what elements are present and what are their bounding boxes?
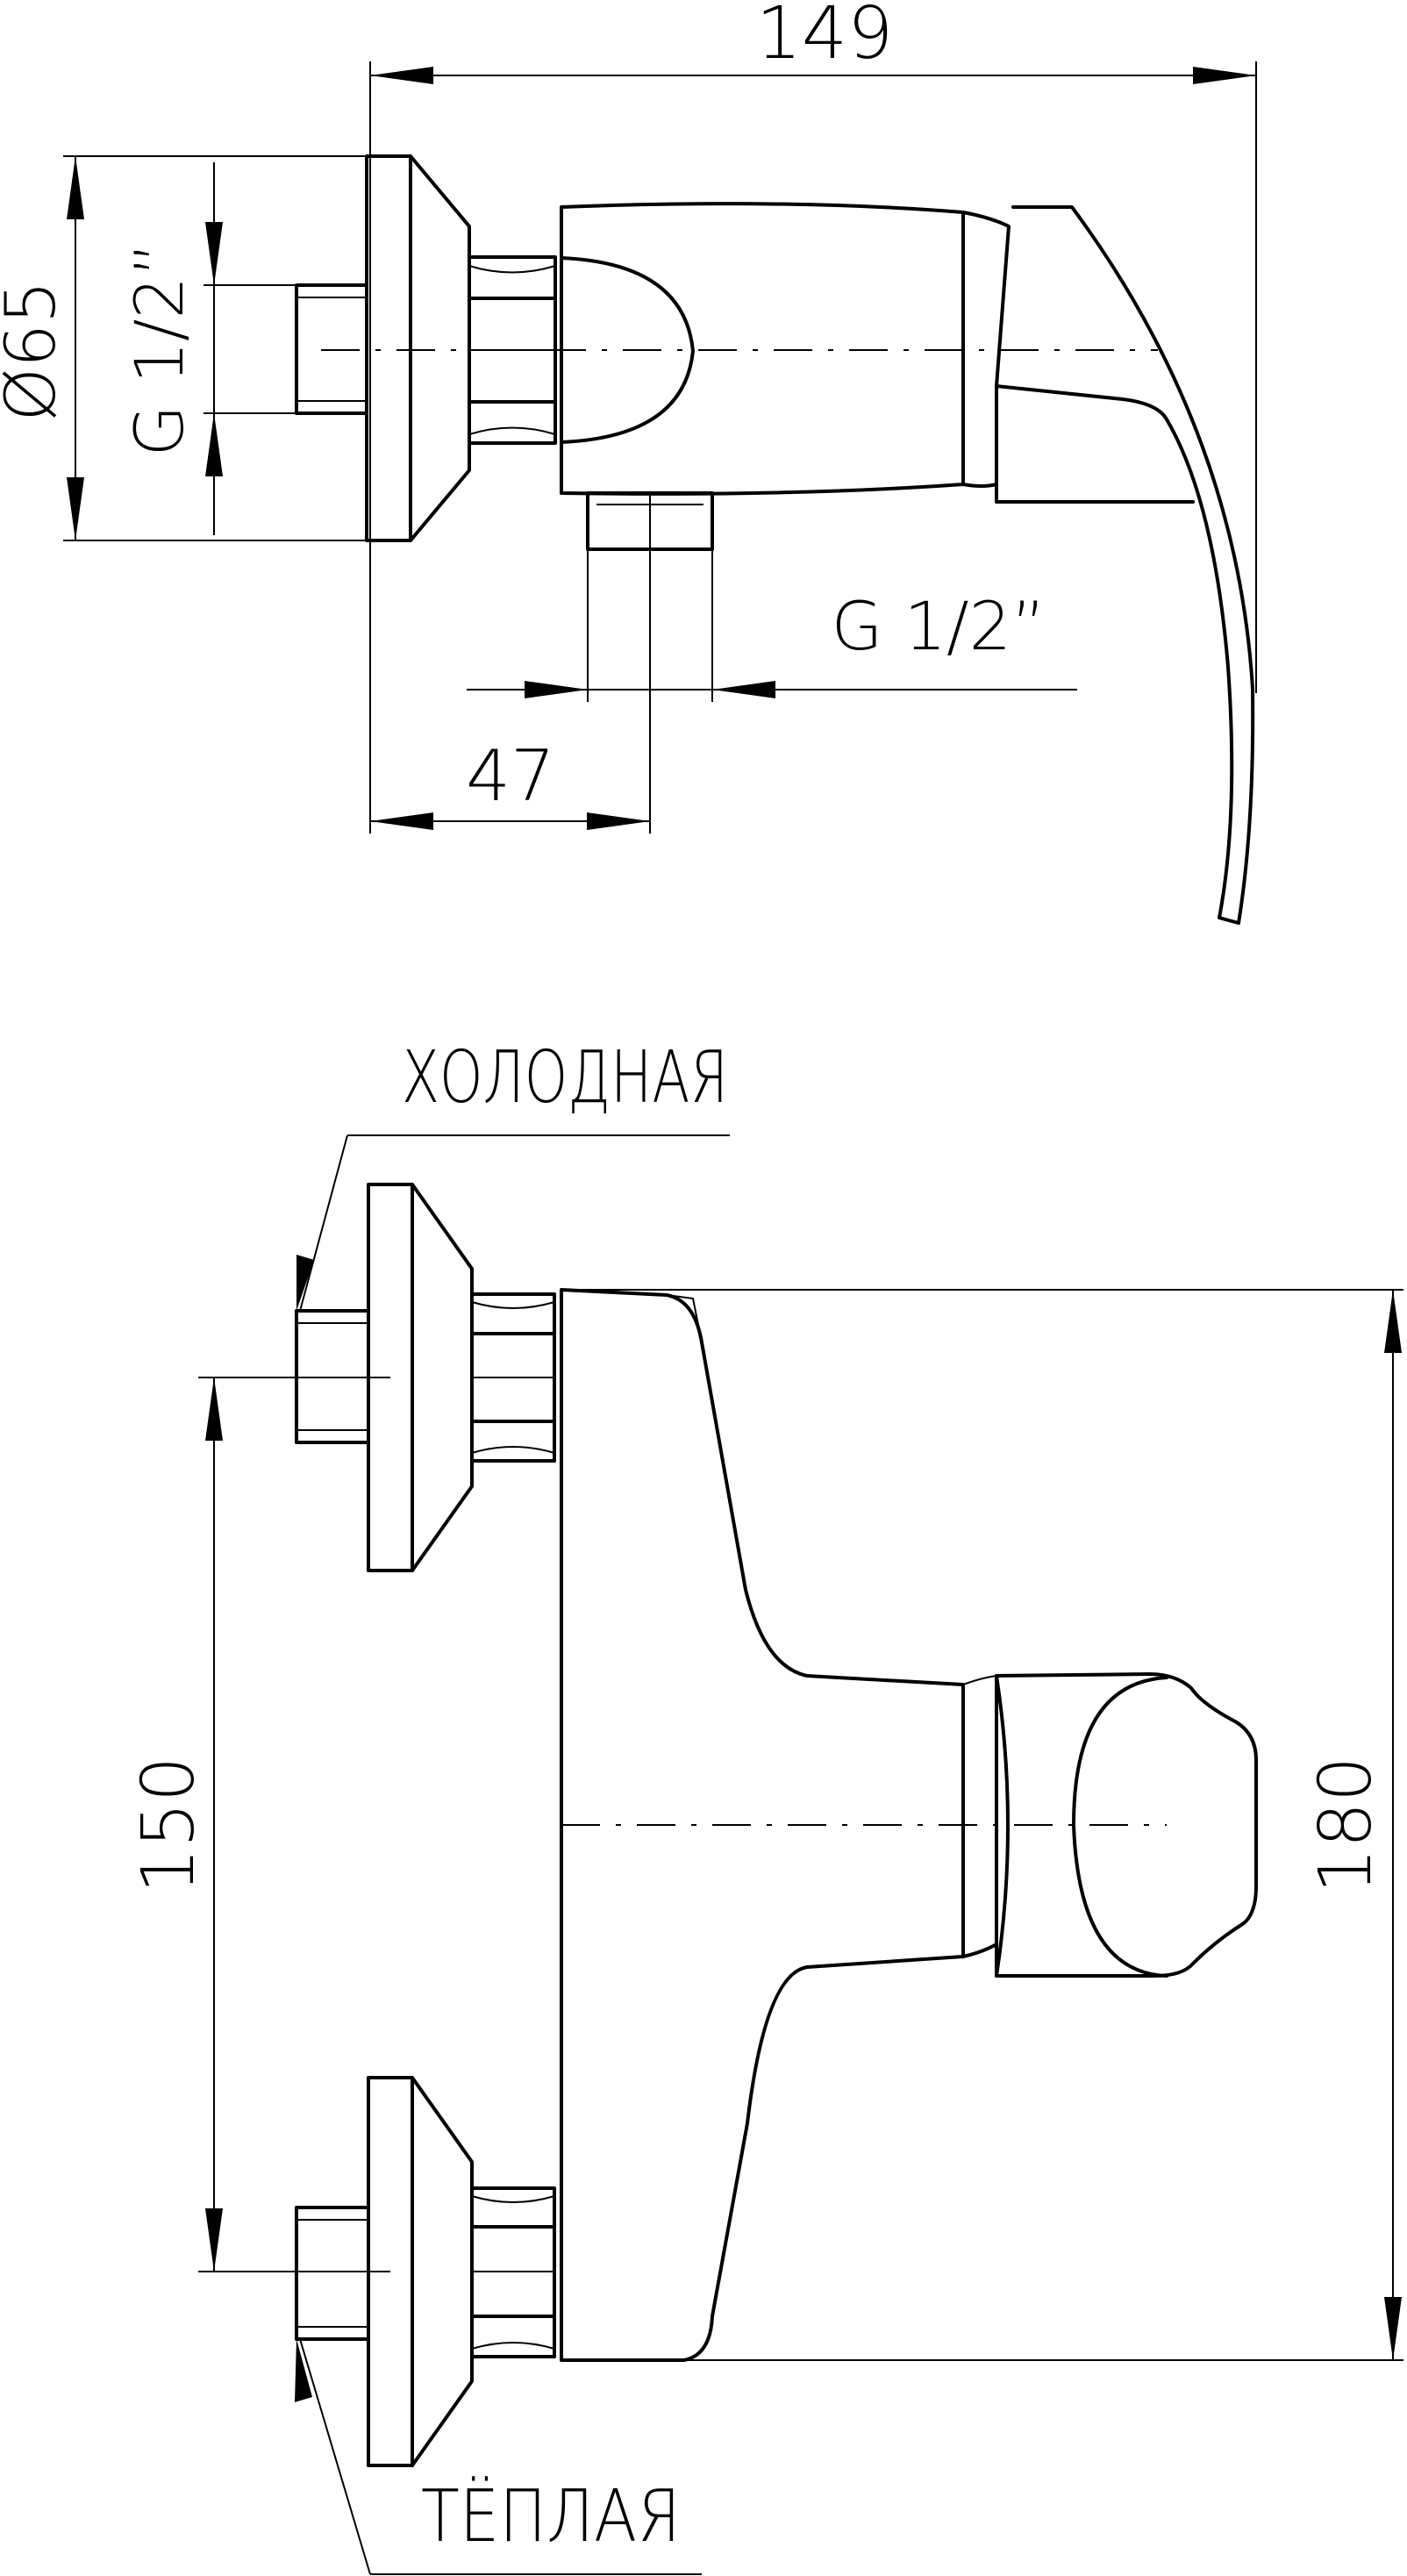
dim-180-label: 180 (1304, 1757, 1388, 1894)
side-lever (961, 205, 1255, 925)
dim-47: 47 (370, 735, 650, 830)
dim-diameter-65-label: Ø65 (0, 281, 71, 422)
front-body (560, 1288, 965, 2362)
dim-thread-outlet: G 1/2” (467, 587, 1077, 698)
dim-thread-inlet-label: G 1/2” (120, 242, 198, 457)
side-inlet-stub (295, 283, 368, 415)
front-warm-connection (295, 2076, 556, 2467)
dim-thread-inlet: G 1/2” (120, 162, 223, 535)
side-body (560, 202, 965, 496)
leader-cold: ХОЛОДНАЯ (296, 1036, 730, 1312)
label-cold: ХОЛОДНАЯ (402, 1036, 728, 1120)
front-extension-lines (198, 1289, 1403, 2361)
side-view: 149 Ø65 G 1/2” G 1/2” 47 (0, 0, 1257, 925)
leader-warm: ТЁПЛАЯ (295, 2338, 702, 2575)
side-extension-lines (63, 61, 1257, 834)
dim-diameter-65: Ø65 (0, 156, 84, 540)
label-warm: ТЁПЛАЯ (421, 2475, 681, 2558)
dim-149-label: 149 (756, 0, 894, 75)
dim-150: 150 (127, 1377, 223, 2272)
dim-149: 149 (370, 0, 1256, 84)
dim-47-label: 47 (466, 735, 555, 817)
dim-thread-outlet-label: G 1/2” (832, 587, 1046, 665)
dim-180: 180 (1304, 1290, 1402, 2360)
front-view: 150 180 ХОЛОДНАЯ ТЁПЛАЯ (127, 1036, 1403, 2575)
side-wall-flange (365, 154, 471, 542)
dim-150-label: 150 (127, 1757, 211, 1894)
